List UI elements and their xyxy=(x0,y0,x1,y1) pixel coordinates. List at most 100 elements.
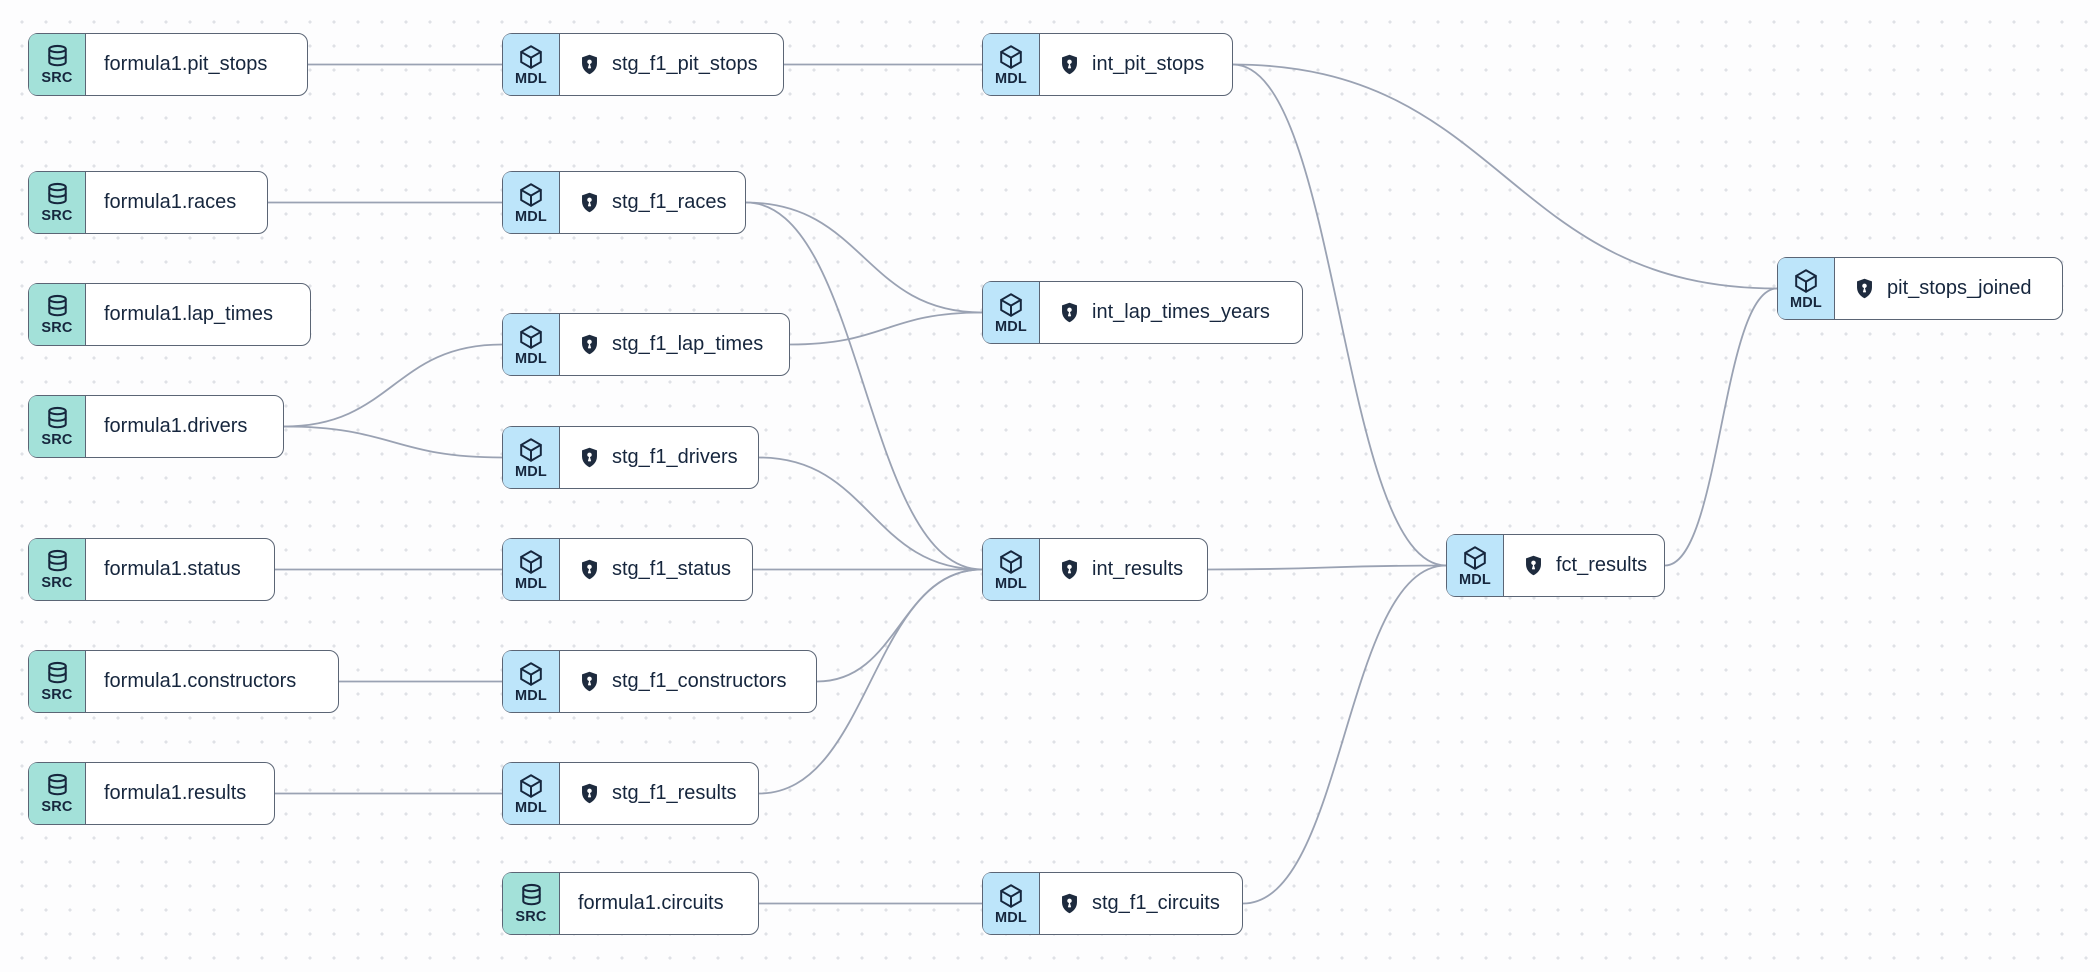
node-type-label: MDL xyxy=(994,909,1027,926)
model-type-badge: MDL xyxy=(983,282,1040,343)
node-label-area: stg_f1_drivers xyxy=(560,427,758,488)
database-icon xyxy=(44,548,71,575)
node-type-label: SRC xyxy=(41,575,73,592)
edge-stg_f1_constructors-to-int_results xyxy=(816,568,983,683)
lineage-node-stg_f1_drivers[interactable]: MDL stg_f1_drivers xyxy=(502,426,759,489)
shield-lock-icon xyxy=(1058,892,1081,915)
model-cube-icon xyxy=(997,548,1025,576)
model-type-badge: MDL xyxy=(1778,258,1835,319)
lineage-node-stg_f1_lap_times[interactable]: MDL stg_f1_lap_times xyxy=(502,313,790,376)
node-label-area: stg_f1_circuits xyxy=(1040,873,1242,934)
edge-formula1.drivers-to-stg_f1_drivers xyxy=(283,425,503,459)
node-type-label: SRC xyxy=(41,208,73,225)
source-type-badge: SRC xyxy=(29,172,86,233)
source-type-badge: SRC xyxy=(29,396,86,457)
shield-lock-icon xyxy=(1522,554,1545,577)
lineage-node-int_lap_times_years[interactable]: MDL int_lap_times_years xyxy=(982,281,1303,344)
node-label-area: int_results xyxy=(1040,539,1207,600)
node-label: fct_results xyxy=(1556,554,1648,576)
edge-stg_f1_lap_times-to-int_lap_times_years xyxy=(789,311,983,346)
lineage-node-stg_f1_circuits[interactable]: MDL stg_f1_circuits xyxy=(982,872,1243,935)
model-type-badge: MDL xyxy=(503,427,560,488)
shield-lock-icon xyxy=(578,558,601,581)
node-label-area: int_pit_stops xyxy=(1040,34,1232,95)
node-label-area: pit_stops_joined xyxy=(1835,258,2062,319)
model-type-badge: MDL xyxy=(503,539,560,600)
lineage-node-int_results[interactable]: MDL int_results xyxy=(982,538,1208,601)
edge-int_pit_stops-to-fct_results xyxy=(1232,63,1447,567)
shield-lock-icon xyxy=(1853,277,1876,300)
model-cube-icon xyxy=(1461,544,1489,572)
node-label-area: int_lap_times_years xyxy=(1040,282,1302,343)
node-label-area: formula1.status xyxy=(86,539,274,600)
model-cube-icon xyxy=(997,882,1025,910)
lineage-node-stg_f1_pit_stops[interactable]: MDL stg_f1_pit_stops xyxy=(502,33,784,96)
lineage-node-fct_results[interactable]: MDL fct_results xyxy=(1446,534,1665,597)
model-cube-icon xyxy=(517,772,545,800)
lineage-node-formula1.drivers[interactable]: SRC formula1.drivers xyxy=(28,395,284,458)
source-type-badge: SRC xyxy=(29,539,86,600)
lineage-node-formula1.lap_times[interactable]: SRC formula1.lap_times xyxy=(28,283,311,346)
node-label: stg_f1_status xyxy=(612,558,731,580)
node-label-area: stg_f1_results xyxy=(560,763,758,824)
node-label-area: formula1.constructors xyxy=(86,651,338,712)
model-cube-icon xyxy=(517,548,545,576)
node-label: formula1.lap_times xyxy=(104,303,273,325)
node-label-area: formula1.races xyxy=(86,172,267,233)
database-icon xyxy=(44,405,71,432)
node-type-label: MDL xyxy=(994,70,1027,87)
model-type-badge: MDL xyxy=(983,34,1040,95)
node-label: formula1.drivers xyxy=(104,415,248,437)
edge-formula1.drivers-to-stg_f1_lap_times xyxy=(283,343,503,428)
node-label-area: stg_f1_status xyxy=(560,539,752,600)
node-label: stg_f1_drivers xyxy=(612,446,738,468)
node-label-area: stg_f1_lap_times xyxy=(560,314,789,375)
node-type-label: MDL xyxy=(514,575,547,592)
node-type-label: SRC xyxy=(515,909,547,926)
shield-lock-icon xyxy=(578,670,601,693)
shield-lock-icon xyxy=(578,782,601,805)
shield-lock-icon xyxy=(1058,301,1081,324)
node-type-label: SRC xyxy=(41,799,73,816)
lineage-node-stg_f1_status[interactable]: MDL stg_f1_status xyxy=(502,538,753,601)
node-label: stg_f1_lap_times xyxy=(612,333,764,355)
node-label-area: stg_f1_constructors xyxy=(560,651,816,712)
node-type-label: SRC xyxy=(41,70,73,87)
lineage-node-formula1.races[interactable]: SRC formula1.races xyxy=(28,171,268,234)
source-type-badge: SRC xyxy=(29,284,86,345)
node-label: stg_f1_circuits xyxy=(1092,892,1220,914)
node-type-label: MDL xyxy=(1458,571,1491,588)
source-type-badge: SRC xyxy=(503,873,560,934)
lineage-node-int_pit_stops[interactable]: MDL int_pit_stops xyxy=(982,33,1233,96)
node-label-area: formula1.drivers xyxy=(86,396,283,457)
node-label-area: stg_f1_races xyxy=(560,172,745,233)
node-type-label: SRC xyxy=(41,432,73,449)
node-type-label: MDL xyxy=(994,575,1027,592)
node-label: stg_f1_pit_stops xyxy=(612,53,758,75)
model-cube-icon xyxy=(517,436,545,464)
edge-stg_f1_races-to-int_results xyxy=(745,201,983,571)
node-label: formula1.pit_stops xyxy=(104,53,268,75)
database-icon xyxy=(44,43,71,70)
shield-lock-icon xyxy=(578,53,601,76)
database-icon xyxy=(44,293,71,320)
node-type-label: MDL xyxy=(994,318,1027,335)
lineage-node-formula1.pit_stops[interactable]: SRC formula1.pit_stops xyxy=(28,33,308,96)
node-type-label: MDL xyxy=(514,70,547,87)
edge-int_results-to-fct_results xyxy=(1207,564,1447,571)
edge-stg_f1_drivers-to-int_results xyxy=(758,456,983,571)
lineage-node-formula1.status[interactable]: SRC formula1.status xyxy=(28,538,275,601)
node-type-label: MDL xyxy=(514,350,547,367)
shield-lock-icon xyxy=(578,333,601,356)
model-cube-icon xyxy=(997,291,1025,319)
node-label-area: fct_results xyxy=(1504,535,1664,596)
node-label: stg_f1_results xyxy=(612,782,737,804)
database-icon xyxy=(44,181,71,208)
